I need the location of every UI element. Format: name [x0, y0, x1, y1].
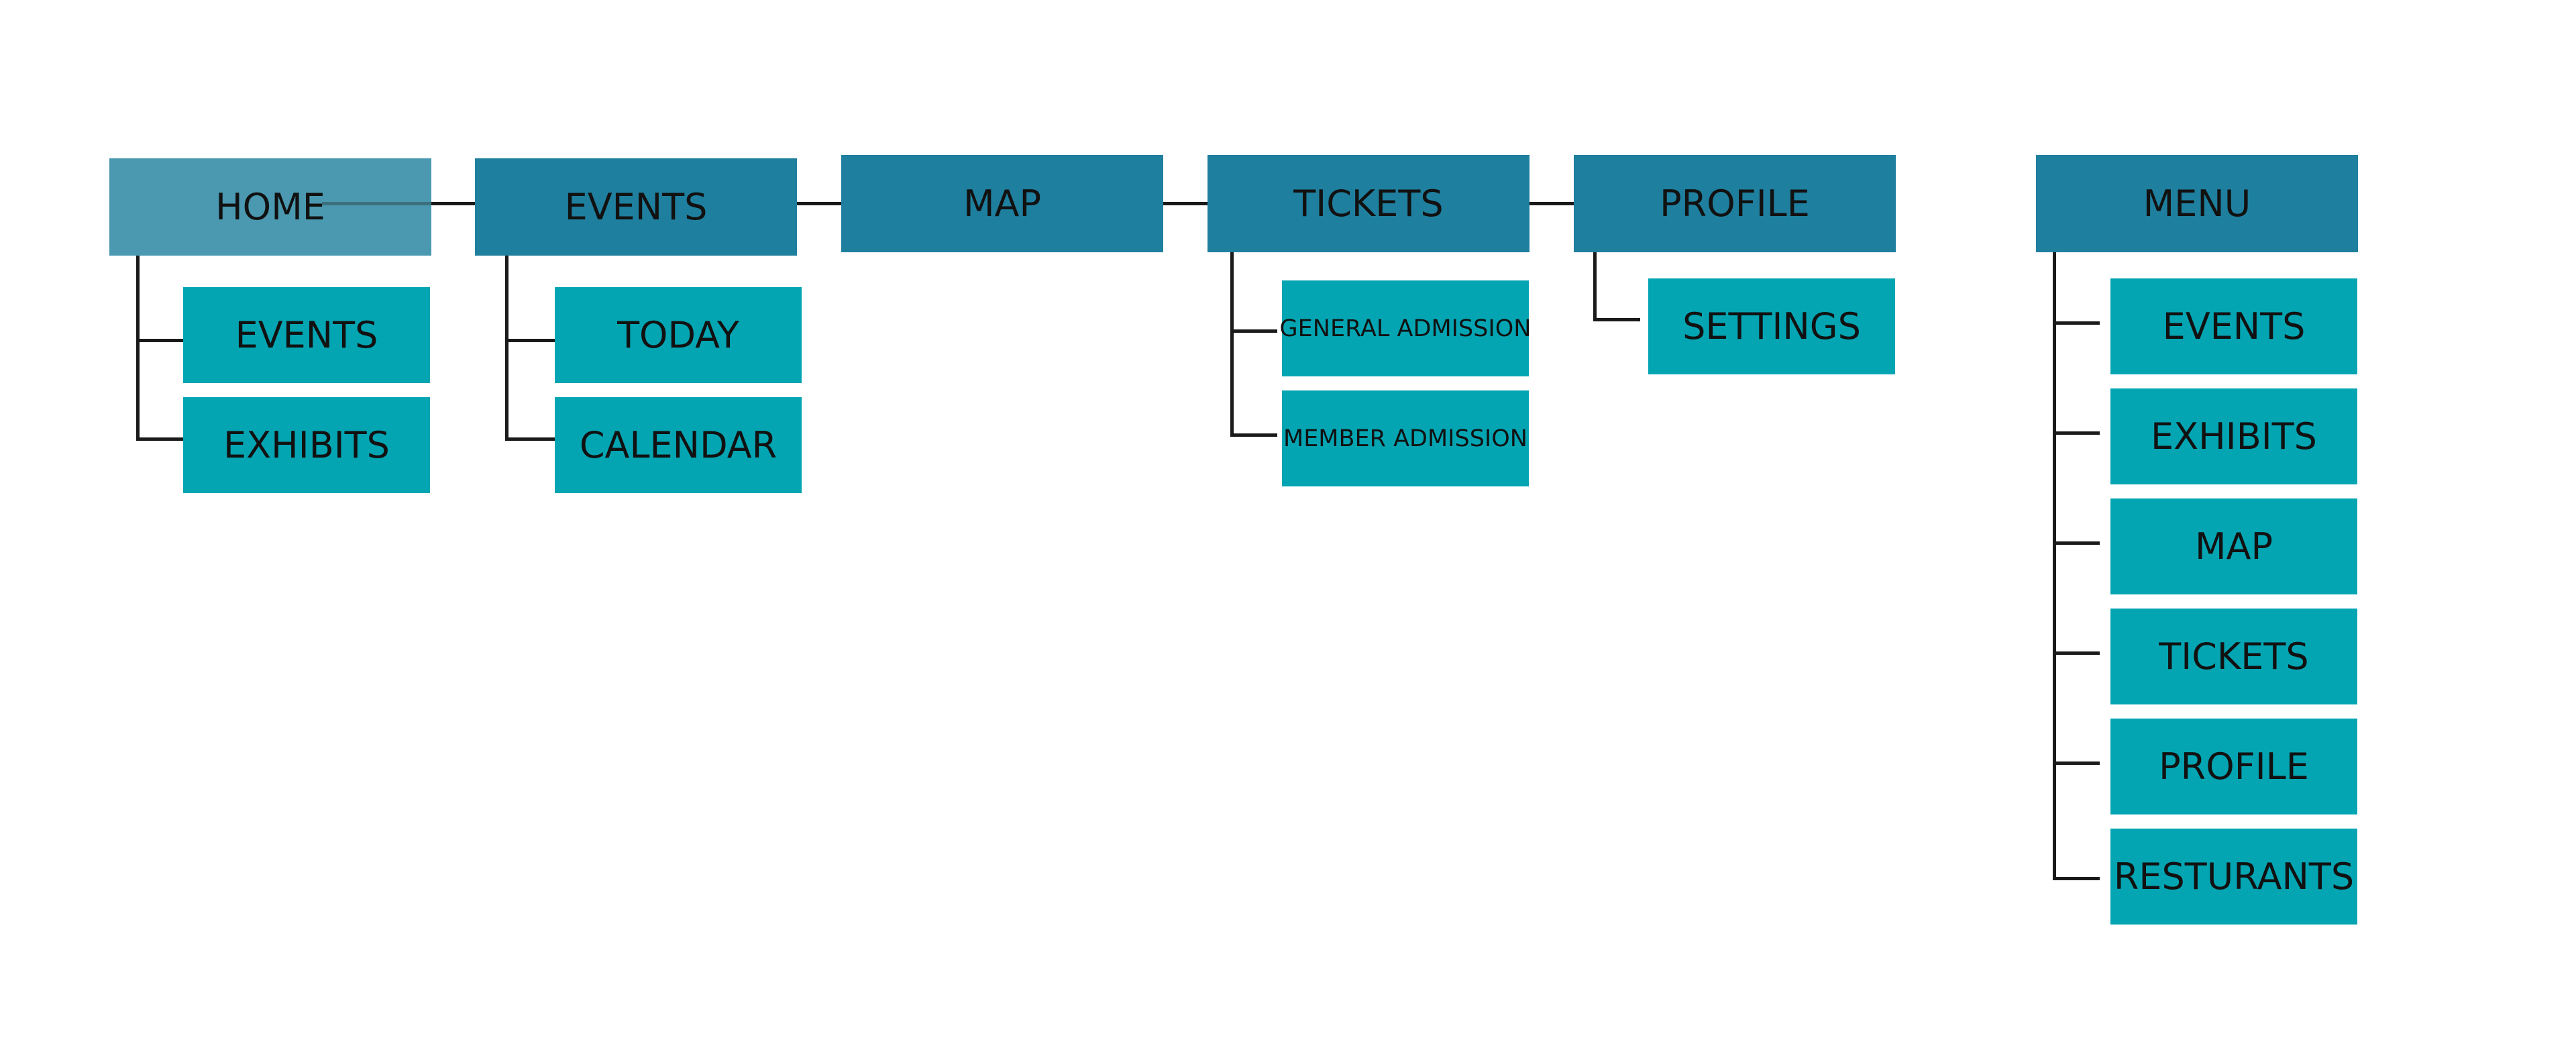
connector-menu-events-branch: [2053, 321, 2100, 325]
connector-tickets-general-branch: [1230, 329, 1277, 333]
node-menu: MENU: [2036, 155, 2358, 252]
connector-profile-settings-branch: [1593, 318, 1640, 321]
connector-tickets-profile: [1529, 202, 1574, 205]
connector-home-trunk: [136, 255, 140, 441]
connector-menu-resturants-branch: [2053, 877, 2100, 880]
connector-map-tickets: [1163, 202, 1208, 205]
node-home-events: EVENTS: [183, 287, 430, 383]
node-home-exhibits: EXHIBITS: [183, 397, 430, 493]
node-menu-resturants: RESTURANTS: [2110, 829, 2357, 925]
connector-events-calendar-branch: [505, 437, 555, 441]
connector-menu-tickets-branch: [2053, 651, 2100, 655]
node-menu-events: EVENTS: [2110, 278, 2357, 374]
connector-home-events-branch: [136, 339, 183, 342]
connector-profile-trunk: [1593, 252, 1597, 321]
node-menu-tickets: TICKETS: [2110, 609, 2357, 704]
node-menu-exhibits: EXHIBITS: [2110, 388, 2357, 484]
connector-menu-trunk: [2053, 252, 2056, 880]
connector-home-exhibits-branch: [136, 437, 183, 441]
connector-events-today-branch: [505, 339, 555, 342]
node-events: EVENTS: [475, 158, 797, 256]
connector-menu-exhibits-branch: [2053, 431, 2100, 435]
connector-menu-profile-branch: [2053, 761, 2100, 765]
connector-tickets-member-branch: [1230, 433, 1277, 437]
connector-events-map: [797, 202, 841, 205]
node-home: HOME: [109, 158, 431, 256]
connector-menu-map-branch: [2053, 541, 2100, 545]
node-events-calendar: CALENDAR: [555, 397, 802, 493]
node-map: MAP: [841, 155, 1163, 252]
connector-tickets-trunk: [1230, 252, 1234, 437]
node-events-today: TODAY: [555, 287, 802, 383]
node-menu-map: MAP: [2110, 498, 2357, 594]
node-tickets-general-admission: GENERAL ADMISSION: [1280, 280, 1531, 376]
node-tickets: TICKETS: [1208, 155, 1529, 252]
node-profile-settings: SETTINGS: [1648, 278, 1895, 374]
connector-home-overlay: [322, 202, 431, 205]
node-profile: PROFILE: [1574, 155, 1896, 252]
node-menu-profile: PROFILE: [2110, 719, 2357, 814]
node-tickets-member-admission: MEMBER ADMISSION: [1282, 390, 1529, 486]
connector-events-trunk: [505, 255, 508, 441]
